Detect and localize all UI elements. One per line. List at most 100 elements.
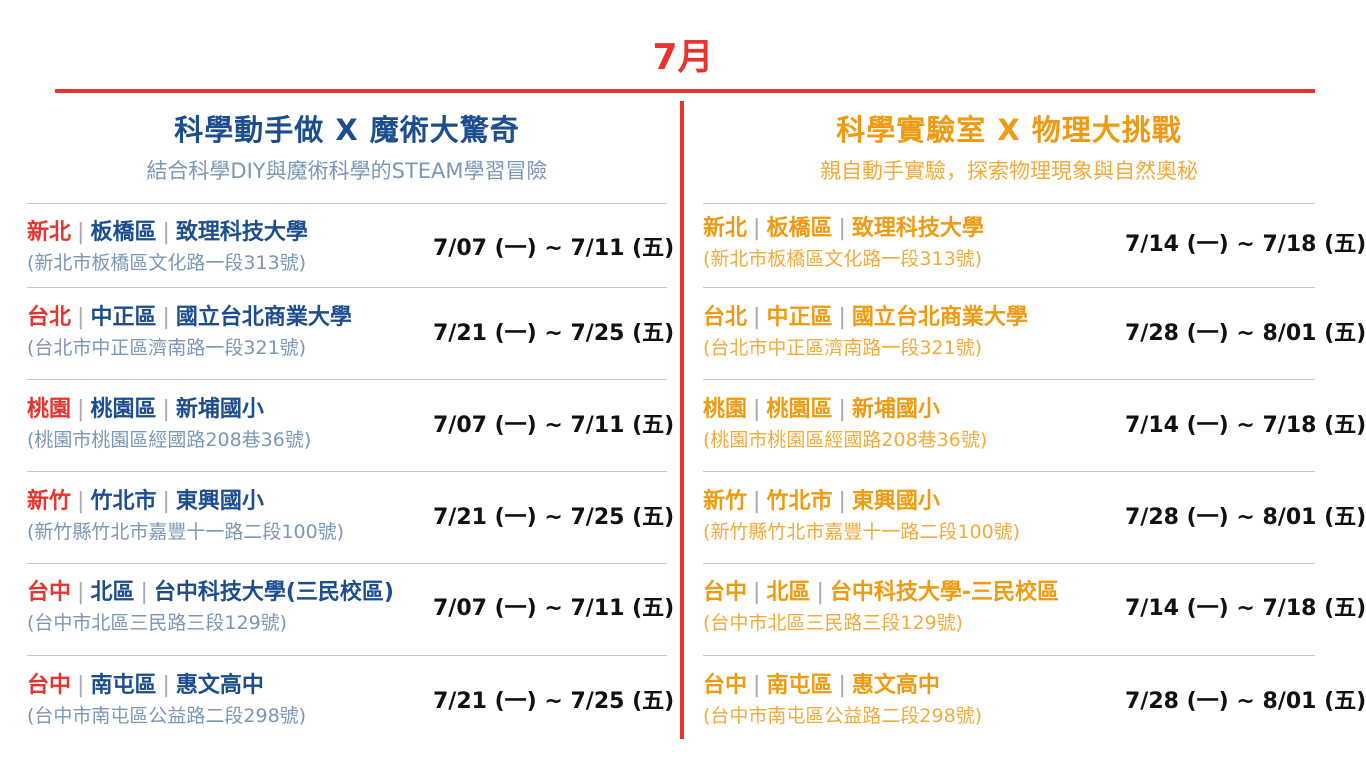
venue-label: 致理科技大學 xyxy=(851,216,984,241)
row-separator xyxy=(703,563,1315,564)
row-separator xyxy=(703,287,1315,288)
location-line: 新北|板橋區|致理科技大學 xyxy=(27,218,308,248)
top-divider xyxy=(55,89,1315,93)
city-label: 新竹 xyxy=(703,489,748,514)
address-text: (台中市北區三民路三段129號) xyxy=(703,612,964,634)
city-label: 台北 xyxy=(27,305,72,330)
schedule-row: 台中|北區|台中科技大學(三民校區) (台中市北區三民路三段129號) 7/07… xyxy=(27,566,674,654)
address-text: (台中市南屯區公益路二段298號) xyxy=(27,705,307,727)
schedule-row: 台中|北區|台中科技大學-三民校區 (台中市北區三民路三段129號) 7/14 … xyxy=(703,566,1366,654)
pipe-divider: | xyxy=(77,673,85,698)
location-line: 桃園|桃園區|新埔國小 xyxy=(703,395,940,425)
row-separator xyxy=(703,203,1315,204)
left-program-subtitle: 結合科學DIY與魔術科學的STEAM學習冒險 xyxy=(146,159,548,183)
schedule-row: 台中|南屯區|惠文高中 (台中市南屯區公益路二段298號) 7/28 (一) ~… xyxy=(703,659,1366,747)
venue-label: 東興國小 xyxy=(851,489,940,514)
schedule-row: 桃園|桃園區|新埔國小 (桃園市桃園區經國路208巷36號) 7/07 (一) … xyxy=(27,383,674,471)
address-text: (新竹縣竹北市嘉豐十一路二段100號) xyxy=(27,521,345,543)
district-label: 竹北市 xyxy=(766,489,833,514)
location-line: 新竹|竹北市|東興國小 xyxy=(703,487,940,517)
schedule-row: 新北|板橋區|致理科技大學 (新北市板橋區文化路一段313號) 7/07 (一)… xyxy=(27,206,674,294)
pipe-divider: | xyxy=(162,397,170,422)
location-line: 台中|南屯區|惠文高中 xyxy=(703,671,940,701)
month-heading: 7月 xyxy=(652,37,714,78)
venue-label: 東興國小 xyxy=(175,489,264,514)
venue-label: 國立台北商業大學 xyxy=(851,305,1028,330)
pipe-divider: | xyxy=(162,220,170,245)
pipe-divider: | xyxy=(77,397,85,422)
pipe-divider: | xyxy=(838,673,846,698)
pipe-divider: | xyxy=(77,489,85,514)
location-line: 台中|北區|台中科技大學(三民校區) xyxy=(27,578,394,608)
district-label: 北區 xyxy=(90,580,135,605)
location-line: 台中|北區|台中科技大學-三民校區 xyxy=(703,578,1059,608)
district-label: 板橋區 xyxy=(90,220,157,245)
district-label: 南屯區 xyxy=(766,673,833,698)
pipe-divider: | xyxy=(753,673,761,698)
schedule-row: 新竹|竹北市|東興國小 (新竹縣竹北市嘉豐十一路二段100號) 7/21 (一)… xyxy=(27,475,674,563)
row-separator xyxy=(27,563,667,564)
schedule-row: 新北|板橋區|致理科技大學 (新北市板橋區文化路一段313號) 7/14 (一)… xyxy=(703,202,1366,290)
city-label: 桃園 xyxy=(703,397,748,422)
date-range: 7/21 (一) ~ 7/25 (五) xyxy=(433,505,675,530)
right-program-title: 科學實驗室 X 物理大挑戰 xyxy=(836,113,1182,147)
row-separator xyxy=(703,655,1315,656)
venue-label: 新埔國小 xyxy=(175,397,264,422)
address-text: (新北市板橋區文化路一段313號) xyxy=(27,252,307,274)
row-separator xyxy=(703,471,1315,472)
date-range: 7/07 (一) ~ 7/11 (五) xyxy=(433,236,675,261)
date-range: 7/14 (一) ~ 7/18 (五) xyxy=(1125,232,1366,257)
row-separator xyxy=(27,655,667,656)
date-range: 7/14 (一) ~ 7/18 (五) xyxy=(1125,413,1366,438)
pipe-divider: | xyxy=(162,673,170,698)
location-line: 新北|板橋區|致理科技大學 xyxy=(703,214,984,244)
district-label: 北區 xyxy=(766,580,811,605)
pipe-divider: | xyxy=(838,216,846,241)
venue-label: 台中科技大學(三民校區) xyxy=(153,580,394,605)
venue-label: 國立台北商業大學 xyxy=(175,305,352,330)
address-text: (新竹縣竹北市嘉豐十一路二段100號) xyxy=(703,521,1021,543)
right-program-subtitle: 親自動手實驗，探索物理現象與自然奧秘 xyxy=(820,159,1198,183)
pipe-divider: | xyxy=(838,305,846,330)
venue-label: 台中科技大學-三民校區 xyxy=(829,580,1060,605)
district-label: 中正區 xyxy=(766,305,833,330)
row-separator xyxy=(27,471,667,472)
pipe-divider: | xyxy=(838,397,846,422)
date-range: 7/28 (一) ~ 8/01 (五) xyxy=(1125,321,1366,346)
address-text: (台中市北區三民路三段129號) xyxy=(27,612,288,634)
district-label: 竹北市 xyxy=(90,489,157,514)
date-range: 7/28 (一) ~ 8/01 (五) xyxy=(1125,689,1366,714)
location-line: 新竹|竹北市|東興國小 xyxy=(27,487,264,517)
schedule-row: 台中|南屯區|惠文高中 (台中市南屯區公益路二段298號) 7/21 (一) ~… xyxy=(27,659,674,747)
venue-label: 新埔國小 xyxy=(851,397,940,422)
location-line: 台北|中正區|國立台北商業大學 xyxy=(703,303,1028,333)
pipe-divider: | xyxy=(162,489,170,514)
row-separator xyxy=(27,379,667,380)
address-text: (新北市板橋區文化路一段313號) xyxy=(703,248,983,270)
district-label: 桃園區 xyxy=(766,397,833,422)
district-label: 南屯區 xyxy=(90,673,157,698)
pipe-divider: | xyxy=(816,580,824,605)
city-label: 桃園 xyxy=(27,397,72,422)
venue-label: 惠文高中 xyxy=(851,673,940,698)
city-label: 台中 xyxy=(703,673,748,698)
date-range: 7/21 (一) ~ 7/25 (五) xyxy=(433,689,675,714)
venue-label: 惠文高中 xyxy=(175,673,264,698)
pipe-divider: | xyxy=(140,580,148,605)
schedule-row: 桃園|桃園區|新埔國小 (桃園市桃園區經國路208巷36號) 7/14 (一) … xyxy=(703,383,1366,471)
pipe-divider: | xyxy=(77,305,85,330)
row-separator xyxy=(27,287,667,288)
city-label: 新北 xyxy=(703,216,748,241)
left-program-title: 科學動手做 X 魔術大驚奇 xyxy=(174,113,520,147)
pipe-divider: | xyxy=(77,580,85,605)
pipe-divider: | xyxy=(838,489,846,514)
pipe-divider: | xyxy=(753,489,761,514)
city-label: 新北 xyxy=(27,220,72,245)
address-text: (台北市中正區濟南路一段321號) xyxy=(703,337,983,359)
location-line: 台中|南屯區|惠文高中 xyxy=(27,671,264,701)
schedule-row: 台北|中正區|國立台北商業大學 (台北市中正區濟南路一段321號) 7/28 (… xyxy=(703,291,1366,379)
city-label: 台中 xyxy=(27,580,72,605)
district-label: 板橋區 xyxy=(766,216,833,241)
city-label: 台北 xyxy=(703,305,748,330)
pipe-divider: | xyxy=(162,305,170,330)
